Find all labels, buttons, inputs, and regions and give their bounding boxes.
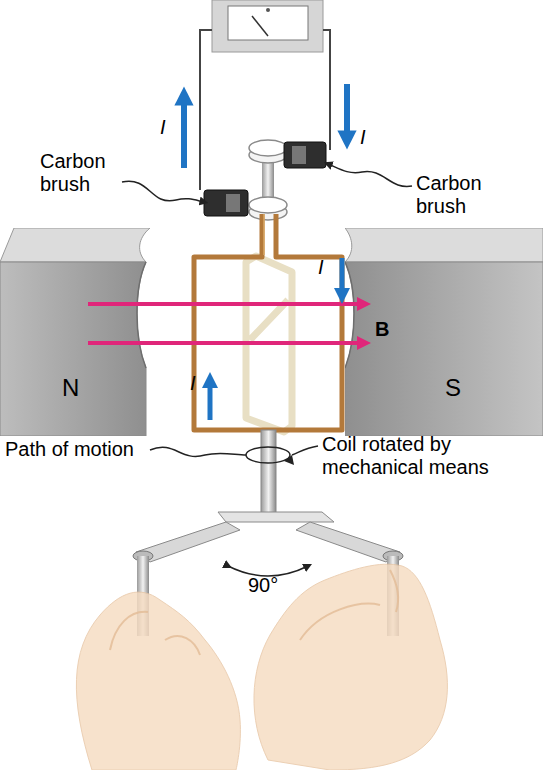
left-hand-fingers bbox=[110, 612, 200, 655]
carbon-brush bbox=[226, 194, 240, 212]
pole-face bbox=[137, 262, 146, 368]
carbon-brush bbox=[204, 190, 248, 216]
current-arrow bbox=[208, 380, 213, 420]
leader-line bbox=[328, 164, 412, 186]
angle-label: 90° bbox=[248, 574, 278, 597]
pole-label: S bbox=[445, 374, 461, 402]
current-arrow bbox=[181, 96, 187, 168]
magnet-face bbox=[345, 262, 543, 436]
pole-face bbox=[345, 262, 354, 368]
crank-arm bbox=[136, 522, 240, 562]
right-hand-fingers bbox=[300, 570, 398, 640]
motion-arrowhead bbox=[284, 455, 294, 465]
current-label: I bbox=[160, 116, 166, 139]
wire bbox=[200, 30, 212, 190]
crank-peg bbox=[383, 551, 403, 561]
wire bbox=[323, 30, 330, 150]
right-hand bbox=[254, 564, 447, 770]
current-arrow bbox=[344, 84, 350, 140]
crank-peg bbox=[133, 551, 153, 561]
meter-needle bbox=[252, 16, 268, 36]
field-line bbox=[88, 302, 364, 306]
crank-handle bbox=[387, 556, 399, 636]
crank-arm bbox=[296, 522, 400, 562]
meter-face bbox=[228, 6, 308, 40]
magnet-top bbox=[0, 228, 150, 262]
left-hand bbox=[76, 592, 240, 770]
note-label: Coil rotated by mechanical means bbox=[322, 433, 537, 479]
shaft bbox=[261, 430, 276, 518]
coil-highlight bbox=[263, 214, 265, 255]
carbon-brush bbox=[284, 142, 326, 168]
meter-mark bbox=[266, 8, 270, 12]
rotated-coil bbox=[246, 256, 292, 432]
pole-label: N bbox=[62, 374, 79, 402]
meter-case bbox=[212, 0, 323, 52]
leader-line bbox=[150, 447, 246, 456]
coil bbox=[194, 214, 342, 430]
current-label: I bbox=[360, 126, 366, 149]
magnet-face bbox=[0, 262, 146, 436]
slip-ring bbox=[249, 197, 287, 213]
magnet-block: S bbox=[345, 228, 543, 436]
field-line bbox=[88, 341, 364, 345]
part-label: Carbon brush bbox=[40, 150, 140, 196]
field-label: B bbox=[375, 318, 389, 341]
part-label: Carbon brush bbox=[416, 172, 516, 218]
magnet-shape bbox=[0, 228, 150, 436]
slip-ring bbox=[249, 140, 287, 156]
motion-label: Path of motion bbox=[5, 438, 134, 461]
current-arrow bbox=[340, 258, 345, 296]
magnet-top bbox=[345, 228, 543, 262]
leader-line bbox=[292, 446, 318, 455]
crank-handle bbox=[137, 556, 149, 636]
carbon-brush bbox=[292, 146, 306, 164]
current-label: I bbox=[190, 372, 196, 395]
leader-line bbox=[122, 181, 204, 202]
motion-path bbox=[246, 447, 290, 463]
magnet-shape bbox=[345, 228, 543, 436]
magnet-block: N bbox=[0, 228, 150, 436]
crank-plate bbox=[218, 512, 334, 522]
current-label: I bbox=[318, 256, 324, 279]
